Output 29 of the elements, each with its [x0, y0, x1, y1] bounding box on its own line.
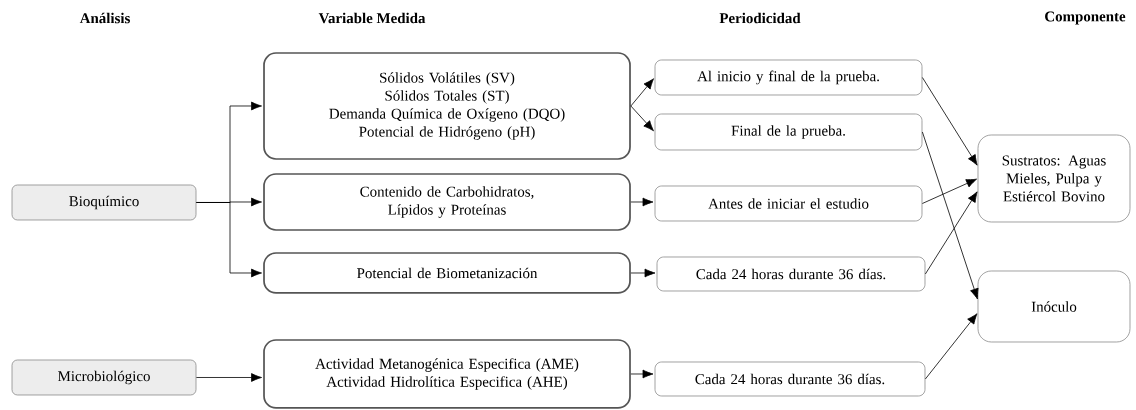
- arrow: [925, 313, 978, 380]
- period-box: Antes de iniciar el estudio: [654, 185, 923, 222]
- arrow: [922, 131, 979, 300]
- variable-box: Actividad Metanogénica Especifica (AME) Actividad Hidrolítica Especifica (AHE): [263, 339, 631, 409]
- arrow: [630, 197, 654, 207]
- period-box: Final de la prueba.: [654, 113, 923, 151]
- variable-box: Potencial de Biometanización: [263, 252, 631, 294]
- column-heading: Variable Medida: [318, 12, 426, 24]
- arrow: [630, 268, 656, 278]
- arrow: [630, 78, 654, 107]
- arrow: [630, 105, 654, 132]
- category-box: Bioquímico: [11, 184, 197, 221]
- arrow: [196, 373, 262, 382]
- component-box: Sustratos: Aguas Mieles, Pulpa y Estiércol Bovino: [977, 134, 1131, 223]
- column-heading: Periodicidad: [719, 12, 801, 24]
- period-box: Cada 24 horas durante 36 días.: [656, 256, 926, 292]
- period-box: Al inicio y final de la prueba.: [654, 59, 923, 96]
- variable-box: Contenido de Carbohidratos, Lípidos y Proteínas: [263, 173, 631, 231]
- variable-box: Sólidos Volátiles (SV) Sólidos Totales (ST) Demanda Química de Oxígeno (DQO) Potencial de Hidrógeno (pH): [263, 52, 631, 160]
- arrow: [925, 191, 978, 275]
- arrow: [630, 369, 654, 379]
- arrow: [922, 178, 977, 204]
- period-box: Cada 24 horas durante 36 días.: [654, 361, 926, 397]
- arrow: [196, 202, 262, 278]
- category-box: Microbiológico: [11, 359, 197, 396]
- column-heading: Componente: [1045, 11, 1126, 25]
- column-heading: Análisis: [79, 12, 130, 24]
- component-box: Inóculo: [977, 270, 1131, 343]
- arrow: [922, 77, 978, 166]
